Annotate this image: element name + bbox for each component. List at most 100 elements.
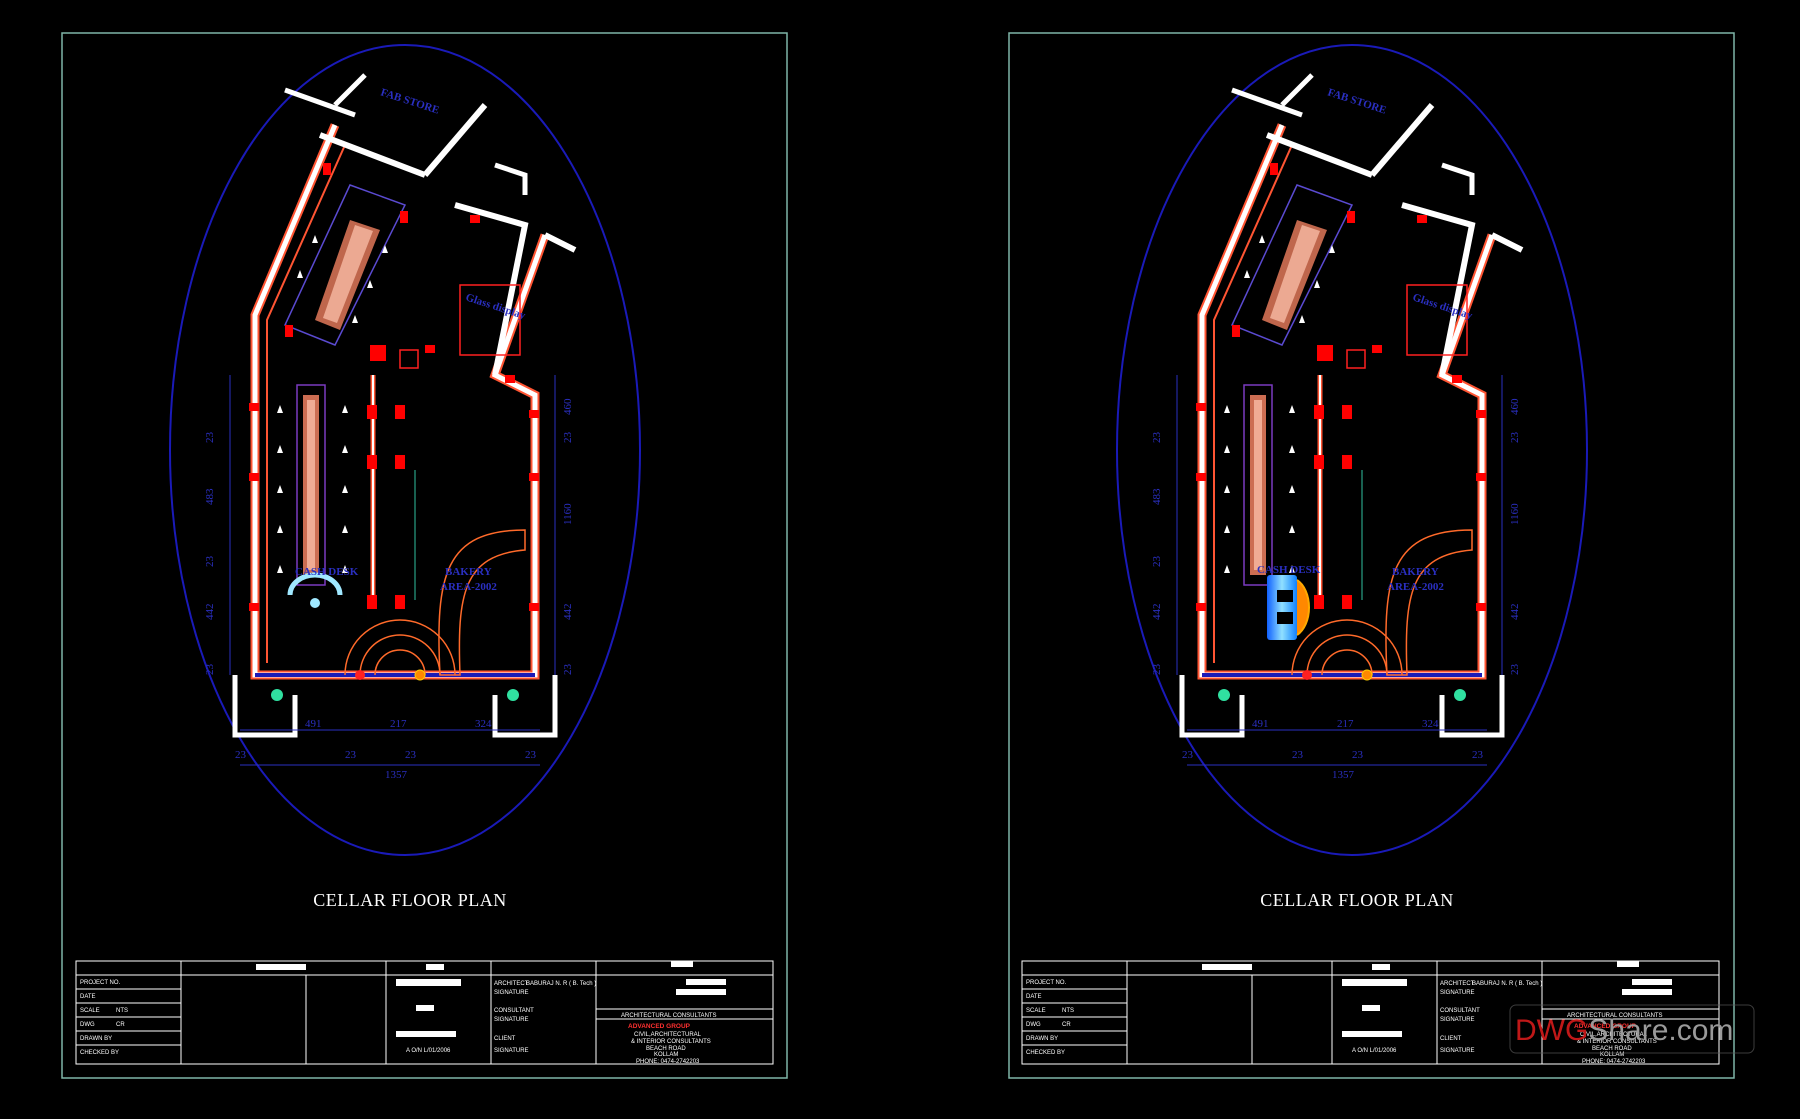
tb-field-project: PROJECT NO. <box>80 980 121 986</box>
tb-firm-line2: & INTERIOR CONSULTANTS <box>631 1039 711 1045</box>
dim-total: 1357 <box>385 769 408 781</box>
tb2-drawing-no: A O/N L/01/2006 <box>1352 1048 1397 1054</box>
left-sheet: CASH DESK BAKERY AREA-2002 FAB STORE Gla… <box>61 32 788 1079</box>
dim-small-3-2: 23 <box>1352 749 1364 761</box>
sheet-frame <box>61 32 788 1079</box>
tb2-architect-label: ARCHITECT <box>1440 981 1475 987</box>
tb2-signature-1: SIGNATURE <box>1440 990 1475 996</box>
dim-right-4: 442 <box>562 604 574 621</box>
tb2-firm-name: ADVANCED GROUP <box>1574 1023 1637 1030</box>
label-bakery-2-2: AREA-2002 <box>1387 581 1444 593</box>
dim-bottom-1: 491 <box>305 718 322 730</box>
dim-bottom-3-2: 324 <box>1422 718 1439 730</box>
dim-left-2: 483 <box>204 488 216 505</box>
watermark: DWGShare.com <box>1509 1004 1755 1054</box>
tb2-firm-header: ARCHITECTURAL CONSULTANTS <box>1567 1013 1663 1019</box>
tb-field-scale: SCALE <box>80 1008 100 1014</box>
dim-small-4: 23 <box>525 749 537 761</box>
tb-firm-line1: CIVIL,ARCHITECTURAL <box>634 1032 702 1038</box>
dim-right-5-2: 23 <box>1509 664 1521 676</box>
dim-left-4: 442 <box>204 604 216 621</box>
dim-small-4-2: 23 <box>1472 749 1484 761</box>
label-top-store: FAB STORE <box>379 86 441 116</box>
dim-bottom-3: 324 <box>475 718 492 730</box>
drawing-title: CELLAR FLOOR PLAN <box>313 890 507 910</box>
tb-firm-line4: KOLLAM <box>654 1052 678 1058</box>
cash-desk-icon <box>287 572 343 596</box>
drawing-title-2: CELLAR FLOOR PLAN <box>1260 890 1454 910</box>
dim-right-6: 460 <box>562 398 574 415</box>
dim-small-3: 23 <box>405 749 417 761</box>
tb-signature-3: SIGNATURE <box>494 1048 529 1054</box>
tb-client: CLIENT <box>494 1036 516 1042</box>
dim-left-2-2: 483 <box>1151 488 1163 505</box>
tb-scale-value: NTS <box>116 1008 128 1014</box>
dim-bottom-1-2: 491 <box>1252 718 1269 730</box>
tb2-field-scale: SCALE <box>1026 1008 1046 1014</box>
label-cash-2: CASH DESK <box>1257 564 1321 576</box>
dim-right-5: 23 <box>562 664 574 676</box>
tb2-field-dwg: DWG <box>1026 1022 1041 1028</box>
tb-signature-2: SIGNATURE <box>494 1017 529 1023</box>
tb-consultant: CONSULTANT <box>494 1008 534 1014</box>
tb2-field-drawn: DRAWN BY <box>1026 1036 1058 1042</box>
tb-field-checked: CHECKED BY <box>80 1050 119 1056</box>
dim-small-2-2: 23 <box>1292 749 1304 761</box>
label-room: Glass display <box>464 291 527 322</box>
tb2-signature-2: SIGNATURE <box>1440 1017 1475 1023</box>
floor-plan <box>170 45 640 855</box>
tb-signature-1: SIGNATURE <box>494 990 529 996</box>
tb-firm-name: ADVANCED GROUP <box>628 1023 691 1030</box>
label-top-store-2: FAB STORE <box>1326 86 1388 116</box>
dim-small-1-2: 23 <box>1182 749 1194 761</box>
label-room-2: Glass display <box>1411 291 1474 322</box>
tb2-firm-line2: & INTERIOR CONSULTANTS <box>1577 1039 1657 1045</box>
tb2-architect-value: BABURAJ N. R ( B. Tech ) <box>1472 981 1542 987</box>
tb2-firm-line4: KOLLAM <box>1600 1052 1624 1058</box>
tb-phone: PHONE: 0474-2742203 <box>636 1059 700 1065</box>
dim-right-1-2: 23 <box>1509 432 1521 444</box>
dim-small-2: 23 <box>345 749 357 761</box>
tb2-dwg-value: CR <box>1062 1022 1071 1028</box>
tb2-field-date: DATE <box>1026 994 1042 1000</box>
watermark-part1: DWG <box>1515 1014 1588 1047</box>
tb-architect-label: ARCHITECT <box>494 981 529 987</box>
label-cash: CASH DESK <box>295 566 359 578</box>
dim-total-2: 1357 <box>1332 769 1355 781</box>
dim-right-2: 1160 <box>562 503 574 525</box>
tb2-phone: PHONE: 0474-2742203 <box>1582 1059 1646 1065</box>
dim-left-1-2: 23 <box>1151 432 1163 444</box>
tb-field-date: DATE <box>80 994 96 1000</box>
right-sheet: CASH DESK BAKERY AREA-2002 FAB STORE Gla… <box>1008 32 1755 1079</box>
dim-left-5: 23 <box>204 664 216 676</box>
cash-desk-3d-icon <box>1267 575 1297 640</box>
tb2-scale-value: NTS <box>1062 1008 1074 1014</box>
dim-right-1: 23 <box>562 432 574 444</box>
tb2-field-project: PROJECT NO. <box>1026 980 1067 986</box>
tb2-signature-3: SIGNATURE <box>1440 1048 1475 1054</box>
dim-right-2-2: 1160 <box>1509 503 1521 525</box>
watermark-part2: Share <box>1588 1014 1668 1047</box>
tb-architect-value: BABURAJ N. R ( B. Tech ) <box>526 981 596 987</box>
tb-field-dwg: DWG <box>80 1022 95 1028</box>
tb2-client: CLIENT <box>1440 1036 1462 1042</box>
tb-field-drawn: DRAWN BY <box>80 1036 112 1042</box>
tb2-consultant: CONSULTANT <box>1440 1008 1480 1014</box>
watermark-part3: .com <box>1668 1014 1733 1047</box>
title-block: PROJECT NO. DATE SCALE NTS DWG CR DRAWN … <box>75 960 774 1065</box>
tb2-firm-line1: CIVIL,ARCHITECTURAL <box>1580 1032 1648 1038</box>
dim-left-4-2: 442 <box>1151 604 1163 621</box>
tb-firm-header: ARCHITECTURAL CONSULTANTS <box>621 1013 717 1019</box>
dim-small-1: 23 <box>235 749 247 761</box>
dim-right-6-2: 460 <box>1509 398 1521 415</box>
dim-bottom-2-2: 217 <box>1337 718 1354 730</box>
dim-left-5-2: 23 <box>1151 664 1163 676</box>
dim-right-4-2: 442 <box>1509 604 1521 621</box>
dim-left-3: 23 <box>204 556 216 568</box>
svg-text:DWGShare.com: DWGShare.com <box>1515 1014 1733 1047</box>
tb-dwg-value: CR <box>116 1022 125 1028</box>
label-bakery-1: BAKERY <box>445 566 492 578</box>
floor-plan-2 <box>1117 45 1587 855</box>
dim-left-3-2: 23 <box>1151 556 1163 568</box>
